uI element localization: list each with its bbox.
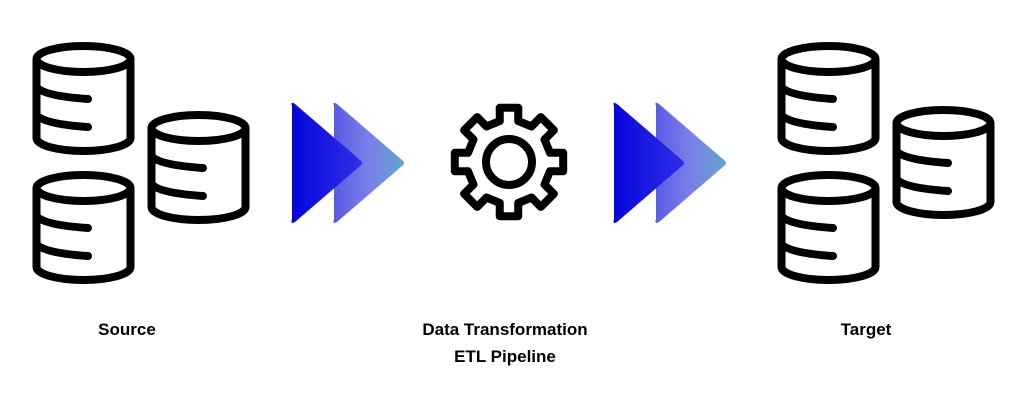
pipeline-label: ETL Pipeline: [454, 347, 556, 366]
target-label: Target: [840, 320, 892, 339]
database-icon: [37, 46, 131, 151]
source-label: Source: [98, 320, 156, 339]
database-icon: [37, 175, 131, 280]
database-icon: [897, 110, 991, 215]
gear-icon: [450, 103, 568, 221]
fast-forward-arrow-icon: [613, 102, 726, 223]
database-icon: [782, 46, 876, 151]
database-icon: [152, 115, 246, 220]
source-databases: [37, 46, 246, 280]
database-icon: [782, 175, 876, 280]
fast-forward-arrow-icon: [291, 102, 404, 223]
transformation-label: Data Transformation: [422, 320, 588, 339]
target-databases: [782, 46, 991, 280]
